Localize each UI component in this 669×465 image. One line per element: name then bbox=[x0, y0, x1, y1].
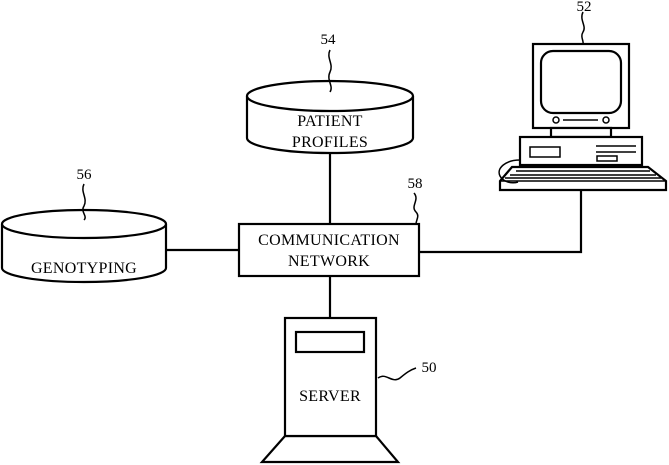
server-leader-line bbox=[378, 368, 416, 380]
server-tower: SERVER 50 bbox=[262, 318, 437, 462]
monitor-stand bbox=[551, 128, 611, 137]
patient-profiles-database: PATIENT PROFILES 54 bbox=[247, 32, 413, 153]
computer-workstation: 52 bbox=[499, 0, 666, 190]
server-base bbox=[262, 436, 398, 462]
genotyping-database: GENOTYPING 56 bbox=[2, 167, 166, 282]
patient-profiles-label-line1: PATIENT bbox=[297, 113, 363, 130]
communication-network-label-line1: COMMUNICATION bbox=[258, 232, 400, 249]
genotyping-ref-number: 56 bbox=[77, 167, 93, 183]
communication-network-ref-number: 58 bbox=[408, 176, 423, 192]
patient-profiles-ref-number: 54 bbox=[321, 32, 337, 48]
computer-leader-line bbox=[582, 12, 584, 44]
computer-ref-number: 52 bbox=[577, 0, 592, 15]
genotyping-label: GENOTYPING bbox=[31, 260, 137, 277]
server-drive-bay bbox=[296, 332, 364, 352]
patient-profiles-label-line2: PROFILES bbox=[292, 134, 368, 151]
connector-network-computer bbox=[419, 190, 581, 252]
monitor-screen bbox=[541, 51, 621, 113]
server-ref-number: 50 bbox=[422, 360, 437, 376]
cpu-unit bbox=[520, 137, 642, 165]
server-label: SERVER bbox=[299, 388, 361, 405]
communication-network-leader-line bbox=[414, 193, 418, 224]
communication-network-label-line2: NETWORK bbox=[288, 253, 370, 270]
